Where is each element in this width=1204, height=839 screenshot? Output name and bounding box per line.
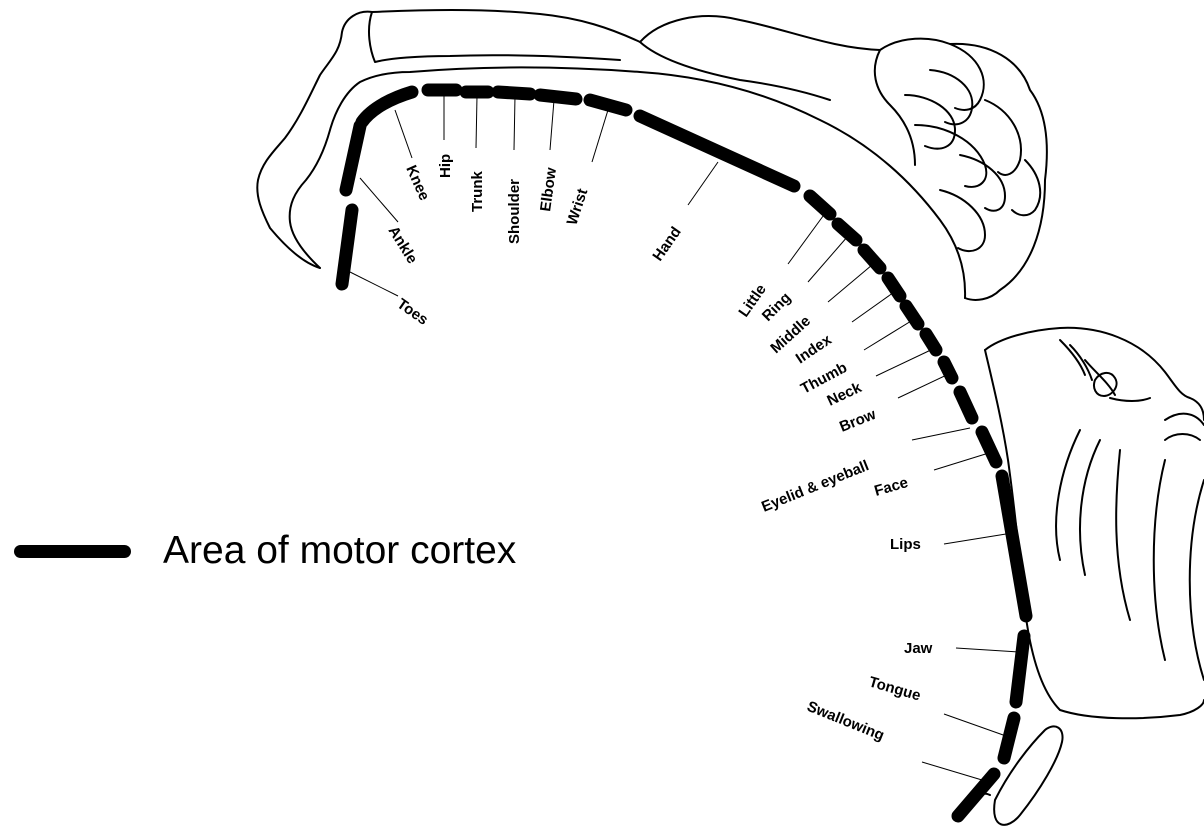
leader-hand [688, 162, 718, 205]
legend: Area of motor cortex [14, 521, 516, 581]
cortex-segment-neck [926, 334, 936, 350]
label-eyelid-eyeball: Eyelid & eyeball [759, 457, 871, 516]
cortex-segment-elbow [540, 95, 576, 99]
leader-swallowing [922, 762, 982, 780]
label-knee: Knee [402, 163, 432, 203]
leader-ring [808, 236, 848, 282]
label-shoulder: Shoulder [506, 179, 523, 244]
label-trunk: Trunk [469, 171, 486, 212]
label-hip: Hip [437, 154, 454, 178]
legend-swatch [14, 545, 131, 558]
cortex-segment-lips [1002, 476, 1026, 616]
leader-neck [876, 348, 935, 376]
cortex-segment-face [982, 432, 996, 462]
label-wrist: Wrist [564, 187, 592, 228]
cortex-segment-jaw [1016, 636, 1024, 702]
cortex-segment-ring [838, 224, 856, 240]
leader-middle [828, 265, 872, 302]
label-swallowing: Swallowing [805, 698, 887, 744]
leader-tongue [944, 714, 1006, 736]
leader-little [788, 212, 826, 264]
leader-knee [395, 110, 412, 158]
leader-ankle [360, 178, 398, 222]
leader-lips [944, 534, 1006, 544]
leader-lines [350, 96, 1018, 780]
label-toes: Toes [394, 295, 432, 328]
cortex-segment-middle [864, 250, 880, 268]
leader-eyelid [912, 428, 970, 440]
label-elbow: Elbow [537, 166, 560, 212]
cortex-segment-wrist [590, 100, 626, 110]
leader-index [852, 290, 897, 322]
cortex-segment-shoulder [498, 92, 530, 94]
label-lips: Lips [890, 536, 921, 553]
cortex-segment-toes [342, 210, 352, 284]
cortex-segment-hand [640, 116, 794, 186]
cortex-segment-eyelid [960, 392, 972, 418]
leader-thumb [864, 318, 916, 350]
label-hand: Hand [649, 224, 684, 264]
cortex-segment-little [810, 196, 830, 214]
cortex-segment-ankle [346, 126, 360, 190]
label-tongue: Tongue [867, 674, 923, 705]
leader-jaw [956, 648, 1018, 652]
cortex-segment-knee [362, 92, 412, 122]
label-face: Face [872, 474, 910, 500]
label-jaw: Jaw [904, 640, 933, 657]
cortex-segment-brow [944, 362, 952, 378]
label-brow: Brow [837, 406, 878, 436]
leader-face [934, 452, 992, 470]
leader-elbow [550, 100, 554, 150]
leader-trunk [476, 96, 477, 148]
leader-wrist [592, 110, 608, 162]
cortex-segment-thumb [906, 306, 918, 324]
legend-label: Area of motor cortex [163, 529, 516, 573]
leader-shoulder [514, 96, 515, 150]
cortex-segment-index [888, 278, 900, 296]
label-ankle: Ankle [385, 223, 421, 267]
cortex-segment-tongue [1004, 718, 1014, 758]
leader-toes [350, 272, 398, 296]
